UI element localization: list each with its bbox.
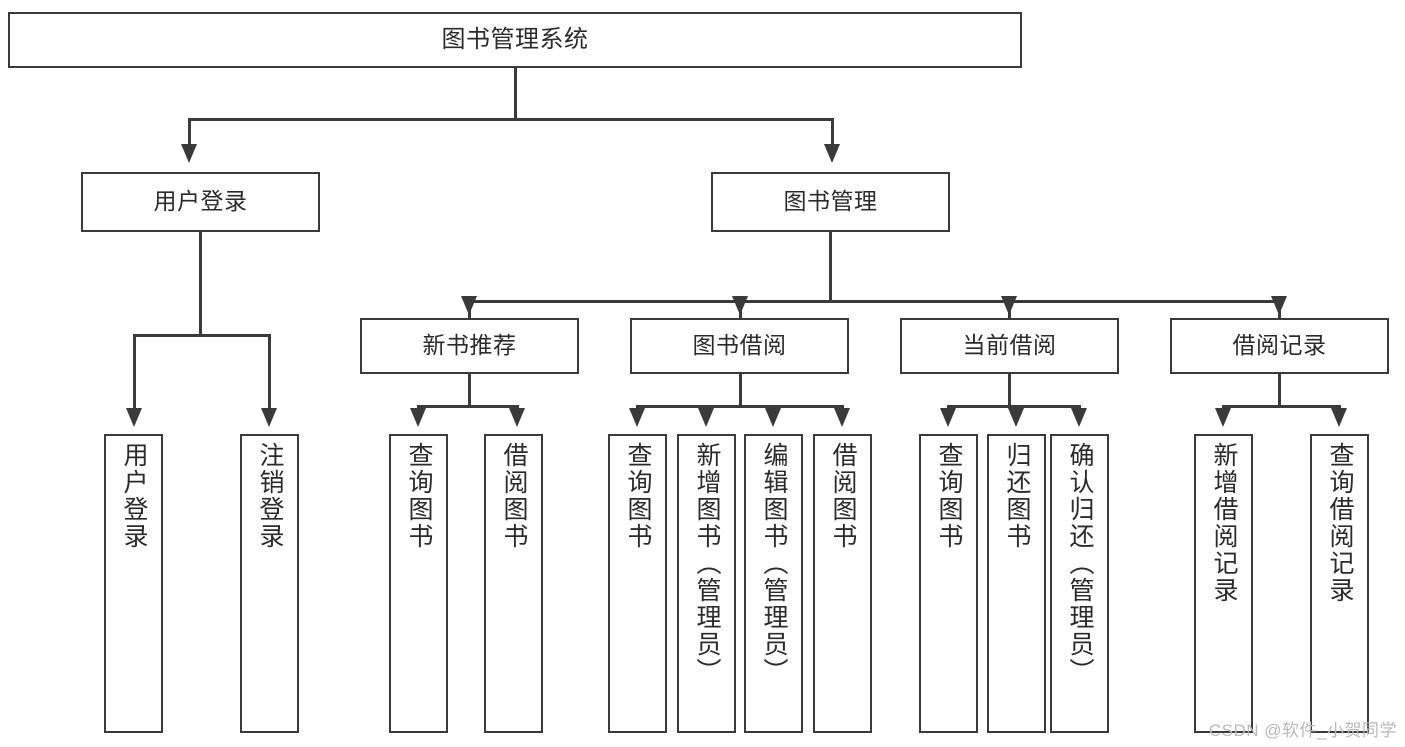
arrow-current-borrow-to-leaf-3 bbox=[1071, 408, 1087, 427]
connector-new-book-stem bbox=[468, 374, 471, 407]
leaf-current-borrow-return[interactable]: 归还图书 bbox=[987, 434, 1046, 733]
node-label: 借阅图书 bbox=[500, 442, 528, 550]
connector-book-management-stem bbox=[829, 232, 832, 302]
node-label: 图书借阅 bbox=[692, 332, 787, 359]
node-label: 归还图书 bbox=[1003, 442, 1031, 550]
arrow-new-book-to-leaf-2 bbox=[509, 408, 525, 427]
node-label: 编辑图书（管理员） bbox=[760, 442, 788, 685]
arrow-book-borrow-to-leaf-3 bbox=[765, 408, 781, 427]
arrow-current-borrow-to-leaf-1 bbox=[940, 408, 956, 427]
connector-book-borrow-split-bar bbox=[636, 405, 844, 408]
connector-borrow-record-stem bbox=[1278, 374, 1281, 407]
connector-book-borrow-stem bbox=[739, 374, 742, 407]
node-label: 当前借阅 bbox=[962, 332, 1057, 359]
arrow-root-to-book-management bbox=[824, 144, 840, 163]
node-book-borrow[interactable]: 图书借阅 bbox=[630, 318, 849, 374]
node-label: 新增图书（管理员） bbox=[693, 442, 721, 685]
arrow-bm-to-book-borrow bbox=[732, 296, 748, 315]
node-label: 查询图书 bbox=[405, 442, 433, 550]
leaf-borrow-record-query[interactable]: 查询借阅记录 bbox=[1310, 434, 1369, 733]
leaf-current-borrow-confirm-return[interactable]: 确认归还（管理员） bbox=[1050, 434, 1109, 733]
leaf-new-book-query[interactable]: 查询图书 bbox=[389, 434, 448, 733]
node-borrow-record[interactable]: 借阅记录 bbox=[1170, 318, 1389, 374]
connector-borrow-record-split-bar bbox=[1222, 405, 1341, 408]
leaf-user-login-logout[interactable]: 注销登录 bbox=[240, 434, 299, 733]
node-new-book-recommend[interactable]: 新书推荐 bbox=[360, 318, 579, 374]
arrow-new-book-to-leaf-1 bbox=[410, 408, 426, 427]
arrow-bm-to-current-borrow bbox=[1001, 296, 1017, 315]
node-label: 查询借阅记录 bbox=[1326, 442, 1354, 604]
arrow-user-login-to-leaf-1 bbox=[126, 408, 142, 427]
leaf-book-borrow-borrow[interactable]: 借阅图书 bbox=[813, 434, 872, 733]
node-current-borrow[interactable]: 当前借阅 bbox=[900, 318, 1119, 374]
node-label: 注销登录 bbox=[256, 442, 284, 550]
node-label: 查询图书 bbox=[624, 442, 652, 550]
arrow-bm-to-borrow-record bbox=[1271, 296, 1287, 315]
arrow-book-borrow-to-leaf-2 bbox=[698, 408, 714, 427]
connector-current-borrow-stem bbox=[1008, 374, 1011, 407]
arrow-book-borrow-to-leaf-1 bbox=[629, 408, 645, 427]
connector-current-borrow-split-bar bbox=[947, 405, 1081, 408]
node-label: 图书管理系统 bbox=[441, 25, 589, 53]
arrow-book-borrow-to-leaf-4 bbox=[834, 408, 850, 427]
arrow-current-borrow-to-leaf-2 bbox=[1008, 408, 1024, 427]
connector-root-to-book-management bbox=[831, 118, 834, 146]
arrow-borrow-record-to-leaf-1 bbox=[1215, 408, 1231, 427]
connector-root-to-user-login bbox=[188, 118, 191, 146]
arrow-bm-to-new-book bbox=[461, 296, 477, 315]
connector-user-login-to-leaf-2 bbox=[268, 334, 271, 410]
arrow-borrow-record-to-leaf-2 bbox=[1331, 408, 1347, 427]
node-label: 借阅记录 bbox=[1232, 332, 1327, 359]
leaf-user-login-login[interactable]: 用户登录 bbox=[104, 434, 163, 733]
connector-user-login-stem bbox=[199, 232, 202, 336]
node-label: 确认归还（管理员） bbox=[1066, 442, 1094, 685]
node-label: 借阅图书 bbox=[829, 442, 857, 550]
leaf-book-borrow-add[interactable]: 新增图书（管理员） bbox=[677, 434, 736, 733]
node-label: 新增借阅记录 bbox=[1210, 442, 1238, 604]
connector-new-book-split-bar bbox=[417, 405, 519, 408]
node-label: 查询图书 bbox=[935, 442, 963, 550]
node-book-management[interactable]: 图书管理 bbox=[711, 172, 950, 232]
leaf-book-borrow-edit[interactable]: 编辑图书（管理员） bbox=[744, 434, 803, 733]
node-label: 用户登录 bbox=[120, 442, 148, 550]
leaf-current-borrow-query[interactable]: 查询图书 bbox=[919, 434, 978, 733]
connector-user-login-to-leaf-1 bbox=[133, 334, 136, 410]
arrow-user-login-to-leaf-2 bbox=[261, 408, 277, 427]
connector-user-login-split-bar bbox=[133, 334, 271, 337]
node-root-book-management-system[interactable]: 图书管理系统 bbox=[8, 12, 1022, 68]
leaf-book-borrow-query[interactable]: 查询图书 bbox=[608, 434, 667, 733]
leaf-borrow-record-add[interactable]: 新增借阅记录 bbox=[1194, 434, 1253, 733]
node-label: 新书推荐 bbox=[422, 332, 517, 359]
leaf-new-book-borrow[interactable]: 借阅图书 bbox=[484, 434, 543, 733]
connector-book-management-split-bar bbox=[468, 300, 1281, 303]
node-label: 用户登录 bbox=[153, 188, 248, 215]
arrow-root-to-user-login bbox=[181, 144, 197, 163]
connector-root-split-bar bbox=[188, 118, 834, 121]
node-label: 图书管理 bbox=[783, 188, 878, 215]
connector-root-stem bbox=[514, 68, 517, 120]
node-user-login[interactable]: 用户登录 bbox=[81, 172, 320, 232]
